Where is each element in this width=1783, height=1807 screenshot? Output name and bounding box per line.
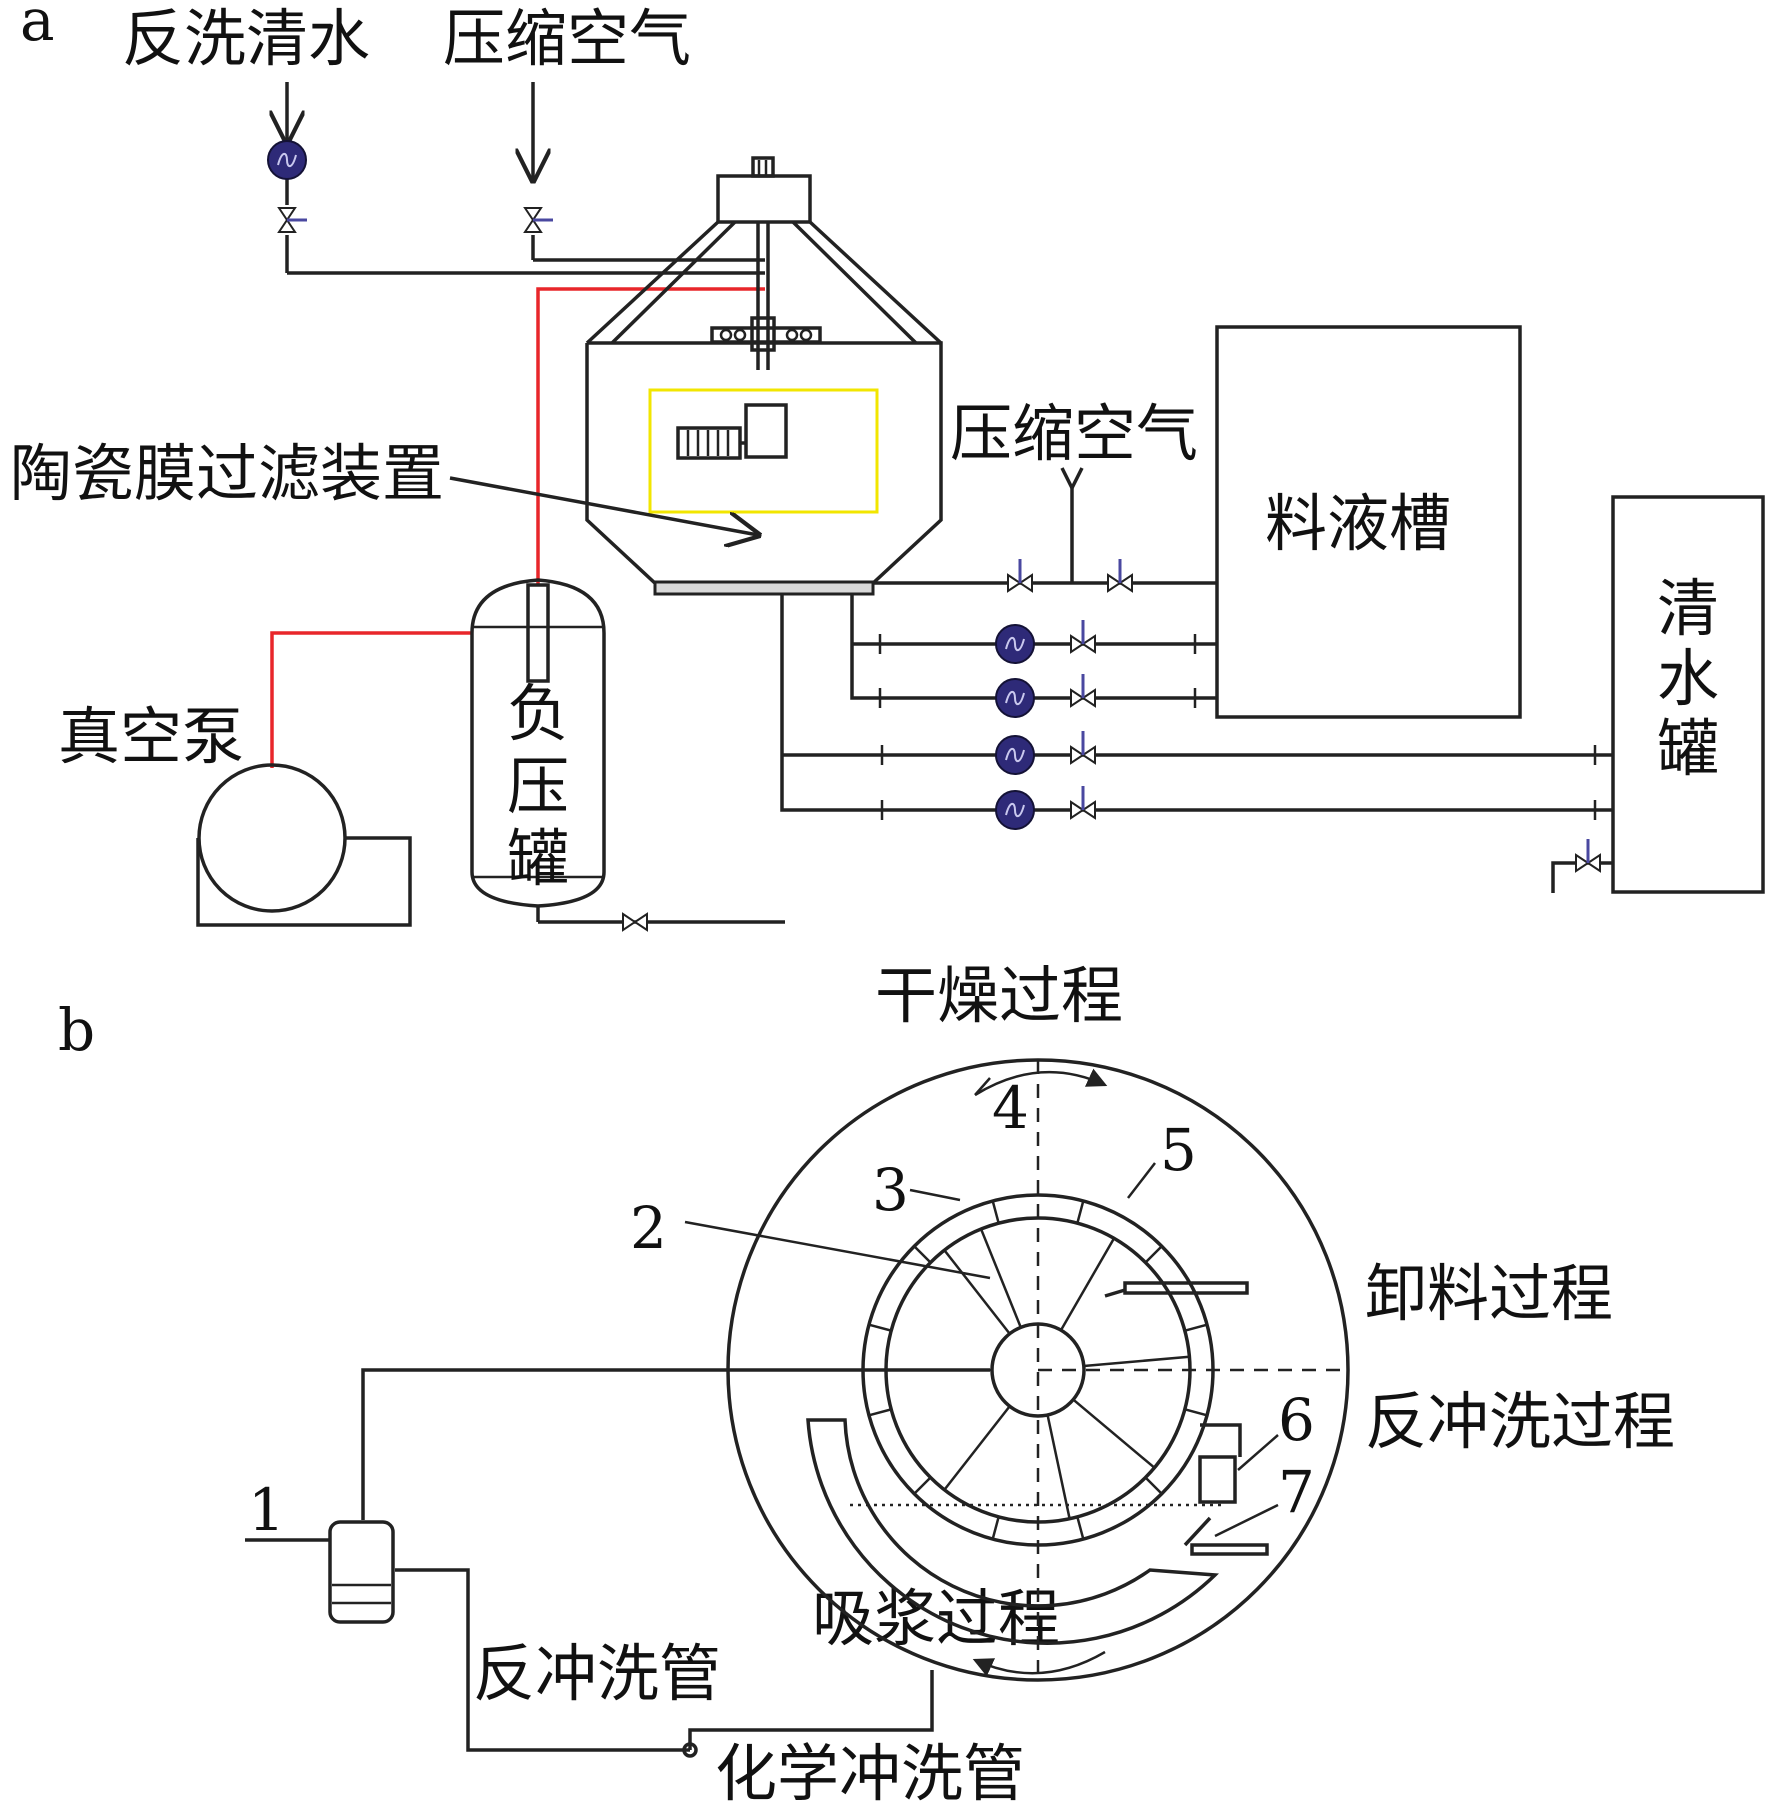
compressed-air-top-line xyxy=(533,82,765,262)
rotation-arrow-top-tick xyxy=(974,1077,991,1096)
clean-water-tank-label-1: 清 xyxy=(1657,572,1719,645)
pump-clean-1 xyxy=(995,735,1035,775)
leader-7 xyxy=(1214,1503,1279,1538)
leader-5 xyxy=(1127,1162,1156,1199)
ring-segment-dividers xyxy=(868,1200,1208,1540)
receiver-pipes xyxy=(245,1368,990,1758)
ring-segment-divider xyxy=(1076,1516,1085,1540)
valve-slurry-2 xyxy=(1069,672,1097,708)
ring-segment-divider xyxy=(1076,1200,1085,1224)
slurry-pipes xyxy=(850,594,1217,708)
filter-leader-arrow xyxy=(449,476,758,535)
backwash-valve xyxy=(277,206,309,234)
ring-segment-divider xyxy=(991,1200,1000,1224)
filter-device-label: 陶瓷膜过滤装置 xyxy=(10,437,444,510)
backflush-nozzle-box xyxy=(1198,1455,1237,1504)
ring-segment-divider xyxy=(913,1245,932,1264)
backflush-pipe-label: 反冲洗管 xyxy=(473,1637,721,1710)
ring-segment-divider xyxy=(1144,1245,1163,1264)
drain-valve xyxy=(622,912,648,932)
backflush-label: 反冲洗过程 xyxy=(1365,1385,1675,1458)
air-valve-right xyxy=(1106,557,1134,593)
compressed-air-top-label: 压缩空气 xyxy=(443,2,691,75)
panel-b-label: b xyxy=(58,996,95,1064)
unloading-label: 卸料过程 xyxy=(1365,1257,1613,1330)
slurry-trough xyxy=(806,1418,1219,1645)
clean-water-tank-label-3: 罐 xyxy=(1657,712,1719,785)
valve-clean-1 xyxy=(1069,729,1097,765)
valve-clean-2 xyxy=(1069,784,1097,820)
receiver-vessel xyxy=(328,1520,395,1624)
leader-6 xyxy=(1237,1434,1279,1471)
negative-tank-label-3: 罐 xyxy=(507,822,569,895)
backwash-pump xyxy=(267,140,307,180)
rotation-arrow-top xyxy=(974,1068,1108,1097)
ring-segment-divider xyxy=(991,1516,1000,1540)
drum-spoke xyxy=(943,1405,1011,1491)
chemical-pipe-label: 化学冲洗管 xyxy=(715,1737,1025,1807)
vacuum-pump-label: 真空泵 xyxy=(58,700,244,773)
drying-label: 干燥过程 xyxy=(875,959,1123,1032)
number-2: 2 xyxy=(630,1194,667,1262)
number-6: 6 xyxy=(1278,1386,1315,1454)
ceramic-membrane-filter-vessel xyxy=(585,156,943,596)
slurry-tank-label: 料液槽 xyxy=(1265,487,1451,560)
vacuum-pump xyxy=(196,763,412,927)
ring-segment-divider xyxy=(868,1323,892,1332)
leader-3 xyxy=(909,1188,961,1202)
backwash-water-label: 反洗清水 xyxy=(122,2,370,75)
valve-slurry-1 xyxy=(1069,618,1097,654)
drum-spoke xyxy=(1072,1398,1156,1469)
drum-spoke xyxy=(1059,1237,1116,1331)
clean-water-tank-label-2: 水 xyxy=(1657,642,1719,715)
panel-a-label: a xyxy=(20,0,55,54)
rotation-arrow-bottom xyxy=(972,1650,1106,1677)
ring-segment-divider xyxy=(868,1408,892,1417)
vacuum-line xyxy=(270,287,765,768)
ring-segment-divider xyxy=(1184,1323,1208,1332)
scraper-blade xyxy=(1123,1281,1249,1295)
number-4: 4 xyxy=(992,1074,1029,1142)
negative-tank-label-2: 压 xyxy=(507,750,569,823)
drum-spoke xyxy=(1083,1355,1190,1368)
number-3: 3 xyxy=(872,1156,909,1224)
drum-spoke xyxy=(1046,1414,1071,1519)
compressed-air-side-line xyxy=(873,467,1217,585)
slurry-tank xyxy=(1215,325,1522,719)
number-5: 5 xyxy=(1160,1116,1197,1184)
slurry-suction-label: 吸浆过程 xyxy=(812,1582,1060,1655)
pump-slurry-2 xyxy=(995,678,1035,718)
clean-water-tank xyxy=(1611,495,1765,894)
compressed-air-valve xyxy=(523,206,555,234)
compressed-air-side-label: 压缩空气 xyxy=(950,397,1198,470)
leader-2 xyxy=(684,1220,991,1280)
ring-segment-divider xyxy=(913,1476,932,1495)
negative-pressure-tank xyxy=(470,578,785,924)
air-valve-left xyxy=(1006,557,1034,593)
wash-tray xyxy=(1190,1543,1269,1556)
pump-clean-2 xyxy=(995,790,1035,830)
ring-segment-divider xyxy=(1144,1476,1163,1495)
number-7: 7 xyxy=(1278,1458,1315,1526)
negative-tank-label-1: 负 xyxy=(507,677,569,750)
clean-water-pipes xyxy=(780,594,1613,820)
pump-slurry-1 xyxy=(995,624,1035,664)
drum-spoke xyxy=(979,1228,1022,1328)
drum-spoke xyxy=(943,1249,1011,1335)
clean-water-drain-valve xyxy=(1574,837,1602,873)
number-1: 1 xyxy=(248,1476,285,1544)
ring-segment-divider xyxy=(1184,1408,1208,1417)
